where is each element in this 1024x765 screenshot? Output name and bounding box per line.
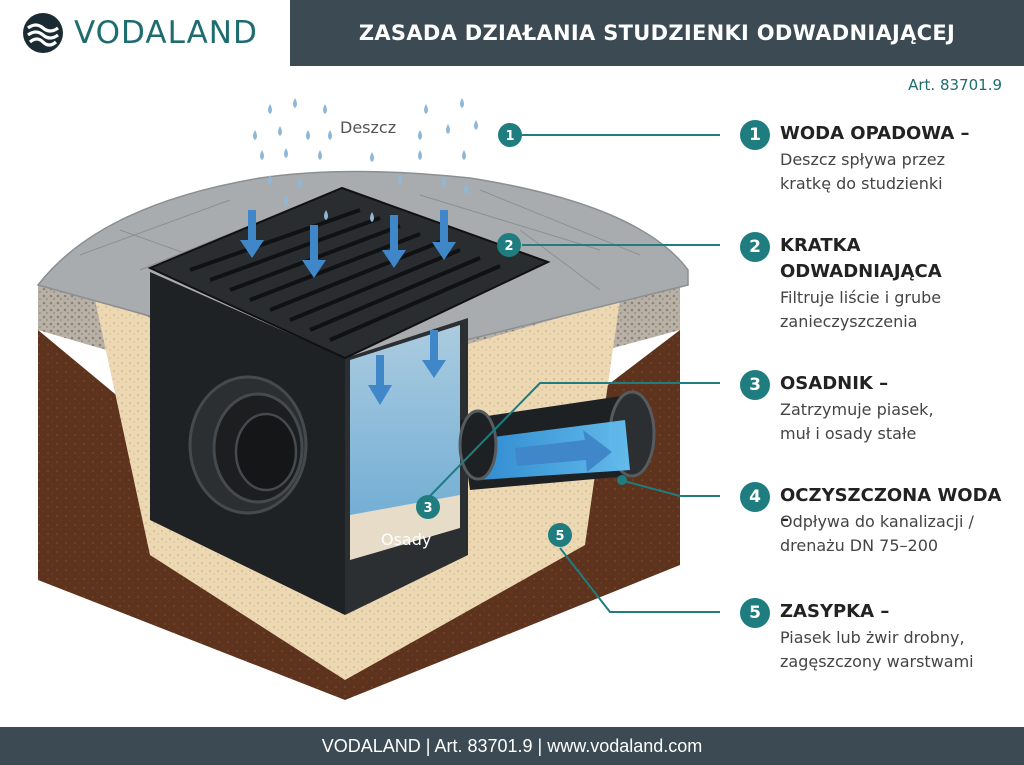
paving-joints xyxy=(79,189,641,291)
footer-text: VODALAND | Art. 83701.9 | www.vodaland.c… xyxy=(321,735,703,756)
rain-label: Deszcz xyxy=(340,118,396,137)
callout-line: kratkę do studzienki xyxy=(780,174,943,193)
svg-text:5: 5 xyxy=(555,529,564,544)
drainage-well-illustration: Deszcz Osady 1 2 3 5 xyxy=(36,98,720,700)
callout-number: 2 xyxy=(740,232,770,262)
marker-3: 3 xyxy=(416,495,440,519)
callout-settler: 3 OSADNIK – Zatrzymuje piasek, muł i osa… xyxy=(740,370,1010,450)
footer: VODALAND | Art. 83701.9 | www.vodaland.c… xyxy=(0,727,1024,765)
callout-line: Odpływa do kanalizacji / xyxy=(780,512,974,531)
article-number: Art. 83701.9 xyxy=(908,76,1002,94)
callout-title-line: KRATKA xyxy=(780,235,861,256)
callout-number: 1 xyxy=(740,120,770,150)
vodaland-logo-icon xyxy=(23,13,63,53)
callout-title: ZASYPKA – xyxy=(780,601,890,622)
rain-drops xyxy=(253,98,478,222)
callout-title: OSADNIK – xyxy=(780,373,889,394)
inlet-rings xyxy=(188,375,308,515)
header: VODALAND ZASADA DZIAŁANIA STUDZIENKI ODW… xyxy=(0,0,1024,66)
marker-4 xyxy=(617,475,627,485)
title-bar: ZASADA DZIAŁANIA STUDZIENKI ODWADNIAJĄCE… xyxy=(290,0,1024,66)
svg-text:2: 2 xyxy=(504,239,513,254)
callout-line: zagęszczony warstwami xyxy=(780,652,974,671)
callout-line: drenażu DN 75–200 xyxy=(780,536,939,555)
page-title: ZASADA DZIAŁANIA STUDZIENKI ODWADNIAJĄCE… xyxy=(358,21,956,45)
brand-name: VODALAND xyxy=(74,15,258,51)
callout-line: Zatrzymuje piasek, xyxy=(780,400,934,419)
callout-line: zanieczyszczenia xyxy=(780,312,918,331)
callout-backfill: 5 ZASYPKA – Piasek lub żwir drobny, zagę… xyxy=(740,598,1010,678)
brand-logo: VODALAND xyxy=(22,12,258,54)
outflow-arrow xyxy=(515,430,612,472)
callout-rainwater: 1 WODA OPADOWA – Deszcz spływa przez kra… xyxy=(740,120,1010,200)
callout-number: 3 xyxy=(740,370,770,400)
callout-number: 4 xyxy=(740,482,770,512)
callout-title: OCZYSZCZONA WODA – xyxy=(780,485,1002,530)
callout-line: Filtruje liście i grube xyxy=(780,288,942,307)
callout-number: 5 xyxy=(740,598,770,628)
sediment-label: Osady xyxy=(381,530,431,549)
callout-title: WODA OPADOWA – xyxy=(780,123,970,144)
svg-text:3: 3 xyxy=(423,501,432,516)
callout-title-line: ODWADNIAJĄCA xyxy=(780,261,942,282)
svg-text:1: 1 xyxy=(505,129,514,144)
callout-grate: 2 KRATKA ODWADNIAJĄCA Filtruje liście i … xyxy=(740,232,1010,336)
marker-2: 2 xyxy=(497,233,521,257)
callout-line: Deszcz spływa przez xyxy=(780,150,946,169)
callout-line: muł i osady stałe xyxy=(780,424,917,443)
inflow-arrows xyxy=(240,210,456,405)
callout-clean-water: 4 OCZYSZCZONA WODA – Odpływa do kanaliza… xyxy=(740,482,1010,562)
marker-5: 5 xyxy=(548,523,572,547)
leader-lines xyxy=(427,134,720,613)
callout-line: Piasek lub żwir drobny, xyxy=(780,628,965,647)
marker-1: 1 xyxy=(498,123,522,147)
